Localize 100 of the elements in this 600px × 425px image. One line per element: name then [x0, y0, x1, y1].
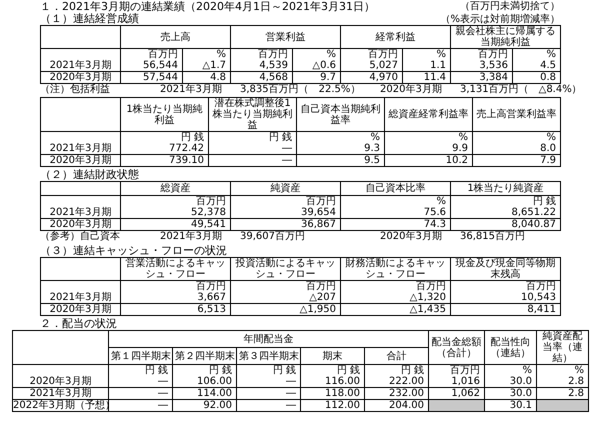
data-value: 30.0 [484, 376, 536, 388]
data-value: 106.00 [172, 376, 236, 388]
period-label: 2020年3月期 [380, 231, 443, 243]
data-value: 56,544 [120, 60, 182, 72]
data-value: 8,651.22 [450, 207, 560, 218]
data-value: 114.00 [172, 388, 236, 400]
data-value: 49,541 [120, 218, 230, 230]
data-value: 9.7 [292, 72, 340, 84]
data-value: ― [108, 376, 172, 388]
note-label: （注）包括利益 [40, 84, 111, 96]
data-value: 2.8 [536, 376, 588, 388]
note-label: （参考）自己資本 [40, 231, 121, 243]
column-header: 潜在株式調整後1株当たり当期純利益 [208, 98, 296, 132]
data-value: 74.3 [340, 218, 450, 230]
amount-text: 39,607百万円 [240, 231, 306, 243]
column-header: 自己資本当期純利益率 [296, 98, 384, 132]
data-value: ― [236, 400, 300, 412]
column-header: 第２四半期末 [172, 348, 236, 364]
column-header: 財務活動によるキャッシュ・フロー [340, 258, 450, 280]
data-value: △1,435 [340, 304, 450, 316]
data-value: 112.00 [300, 400, 364, 412]
page-note: （百万円未満切捨て） [460, 1, 560, 13]
column-header: 年間配当金 [108, 330, 428, 348]
data-value: 8,411 [450, 304, 560, 316]
data-value: 75.6 [340, 207, 450, 218]
data-value: 4.5 [512, 60, 560, 72]
data-value: 118.00 [300, 388, 364, 400]
column-header: 親会社株主に帰属する当期純利益 [450, 26, 560, 48]
data-value: 9.5 [296, 154, 384, 166]
column-header: 期末 [300, 348, 364, 364]
data-value: 772.42 [120, 143, 208, 154]
data-value: 4,568 [230, 72, 292, 84]
data-value: △207 [230, 292, 340, 304]
data-value: ― [208, 154, 296, 166]
data-value: 739.10 [120, 154, 208, 166]
data-value: 4,539 [230, 60, 292, 72]
data-value: 3,384 [450, 72, 512, 84]
row-header: 2021年3月期 [12, 388, 108, 400]
data-value: 57,544 [120, 72, 182, 84]
column-header: 経常利益 [340, 26, 450, 48]
amount-text: 3,131百万円（ △8.4%） [460, 84, 583, 96]
column-header: 投資活動によるキャッシュ・フロー [230, 258, 340, 280]
data-value: 30.0 [484, 388, 536, 400]
column-header: 純資産 [230, 182, 340, 196]
row-header: 2020年3月期 [40, 218, 120, 230]
column-header: 売上高 [120, 26, 230, 48]
data-value: 9.9 [384, 143, 472, 154]
column-header: 自己資本比率 [340, 182, 450, 196]
column-header: 合計 [364, 348, 428, 364]
data-value: 92.00 [172, 400, 236, 412]
data-value: 4.8 [182, 72, 230, 84]
row-header: 2020年3月期 [12, 376, 108, 388]
row-header: 2021年3月期 [40, 207, 120, 218]
data-value: △1.7 [182, 60, 230, 72]
data-value: △1,950 [230, 304, 340, 316]
data-value: 8.0 [472, 143, 560, 154]
amount-text: 36,815百万円 [460, 231, 526, 243]
period-label: 2021年3月期 [160, 231, 223, 243]
data-value: 9.3 [296, 143, 384, 154]
column-header: 配当性向（連結） [484, 330, 536, 364]
column-header: 1株当たり当期純利益 [120, 98, 208, 132]
data-value: 52,378 [120, 207, 230, 218]
subsection-heading: （１）連結経営成績 [40, 13, 139, 25]
data-value: 4,970 [340, 72, 402, 84]
amount-text: 3,835百万円（ 22.5%） [240, 84, 362, 96]
data-value: 1.1 [402, 60, 450, 72]
column-header: 配当金総額（合計） [428, 330, 484, 364]
section-heading: １．2021年3月期の連結業績（2020年4月1日～2021年3月31日） [40, 1, 375, 13]
column-header: 売上高営業利益率 [472, 98, 560, 132]
row-header: 2020年3月期 [40, 154, 120, 166]
data-value: 1,016 [428, 376, 484, 388]
period-label: 2020年3月期 [380, 84, 443, 96]
column-header: 第３四半期末 [236, 348, 300, 364]
data-value: △1,320 [340, 292, 450, 304]
data-value: 39,654 [230, 207, 340, 218]
row-header: 2021年3月期 [40, 292, 120, 304]
data-value: 8,040.87 [450, 218, 560, 230]
row-header: 2020年3月期 [40, 72, 120, 84]
row-header: 2021年3月期 [40, 60, 120, 72]
column-header: 営業活動によるキャッシュ・フロー [120, 258, 230, 280]
data-value: 116.00 [300, 376, 364, 388]
data-value: 7.9 [472, 154, 560, 166]
subsection-heading: （３）連結キャッシュ・フローの状況 [40, 245, 228, 257]
column-header: 第１四半期末 [108, 348, 172, 364]
data-value: 232.00 [364, 388, 428, 400]
data-value: ― [236, 388, 300, 400]
column-header: 純資産配当率（連結） [536, 330, 588, 364]
data-value: ― [108, 400, 172, 412]
column-header: 現金及び現金同等物期末残高 [450, 258, 560, 280]
column-header: 1株当たり純資産 [450, 182, 560, 196]
data-value: 3,536 [450, 60, 512, 72]
column-header: 営業利益 [230, 26, 340, 48]
data-value: 0.8 [512, 72, 560, 84]
data-value: 222.00 [364, 376, 428, 388]
data-value: 6,513 [120, 304, 230, 316]
period-label: 2021年3月期 [160, 84, 223, 96]
data-value: 3,667 [120, 292, 230, 304]
data-value: 10,543 [450, 292, 560, 304]
data-value: 11.4 [402, 72, 450, 84]
data-value: 204.00 [364, 400, 428, 412]
